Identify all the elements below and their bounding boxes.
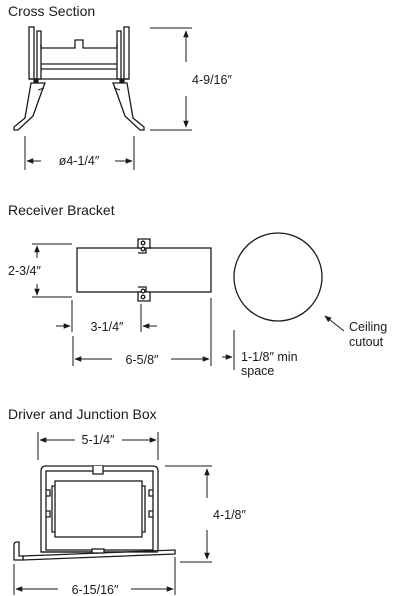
driver-bottom-width-dim: 6-15/16″ xyxy=(72,583,119,596)
cross-section-housing xyxy=(13,26,145,131)
min-space-dim: 1-1/8″ min xyxy=(241,350,298,364)
right-leg xyxy=(112,82,145,131)
cross-section-title: Cross Section xyxy=(8,3,95,19)
driver-top-width-dim: 5-1/4″ xyxy=(82,433,115,447)
driver-box-title: Driver and Junction Box xyxy=(8,406,157,422)
cutout-label-line1: Ceiling xyxy=(349,320,387,334)
receiver-bracket-title: Receiver Bracket xyxy=(8,202,115,218)
cross-section-diameter-dim: ø4-1/4″ xyxy=(59,154,100,168)
receiver-bracket-diagram: Receiver Bracket 2-3/4″ 3-1/4″ xyxy=(8,202,387,378)
left-outer-post xyxy=(28,26,35,80)
min-space-label: space xyxy=(241,364,274,378)
driver-height-dim: 4-1/8″ xyxy=(213,508,246,522)
left-inner-post xyxy=(36,30,42,80)
right-inner-post xyxy=(116,30,122,80)
cross-section-height-dim: 4-9/16″ xyxy=(192,73,232,87)
driver-box-diagram: Driver and Junction Box 5-1/4″ xyxy=(8,406,246,596)
driver-box-body xyxy=(13,465,176,561)
bracket-outer-width-dim: 6-5/8″ xyxy=(126,353,159,367)
cutout-label-line2: cutout xyxy=(349,335,384,349)
left-mount-tab xyxy=(13,541,24,561)
housing-top-edge xyxy=(40,39,118,49)
bracket-height-dim: 2-3/4″ xyxy=(8,264,41,278)
cutout-leader xyxy=(324,315,345,332)
cross-section-diagram: Cross Section xyxy=(8,3,232,170)
driver-module xyxy=(54,480,143,538)
bracket-inner-width-dim: 3-1/4″ xyxy=(91,320,124,334)
ceiling-cutout-circle xyxy=(233,232,323,322)
bracket-plate xyxy=(76,247,212,293)
right-outer-post xyxy=(123,26,130,80)
receiver-bracket-plate xyxy=(76,238,212,302)
left-leg xyxy=(13,82,46,131)
